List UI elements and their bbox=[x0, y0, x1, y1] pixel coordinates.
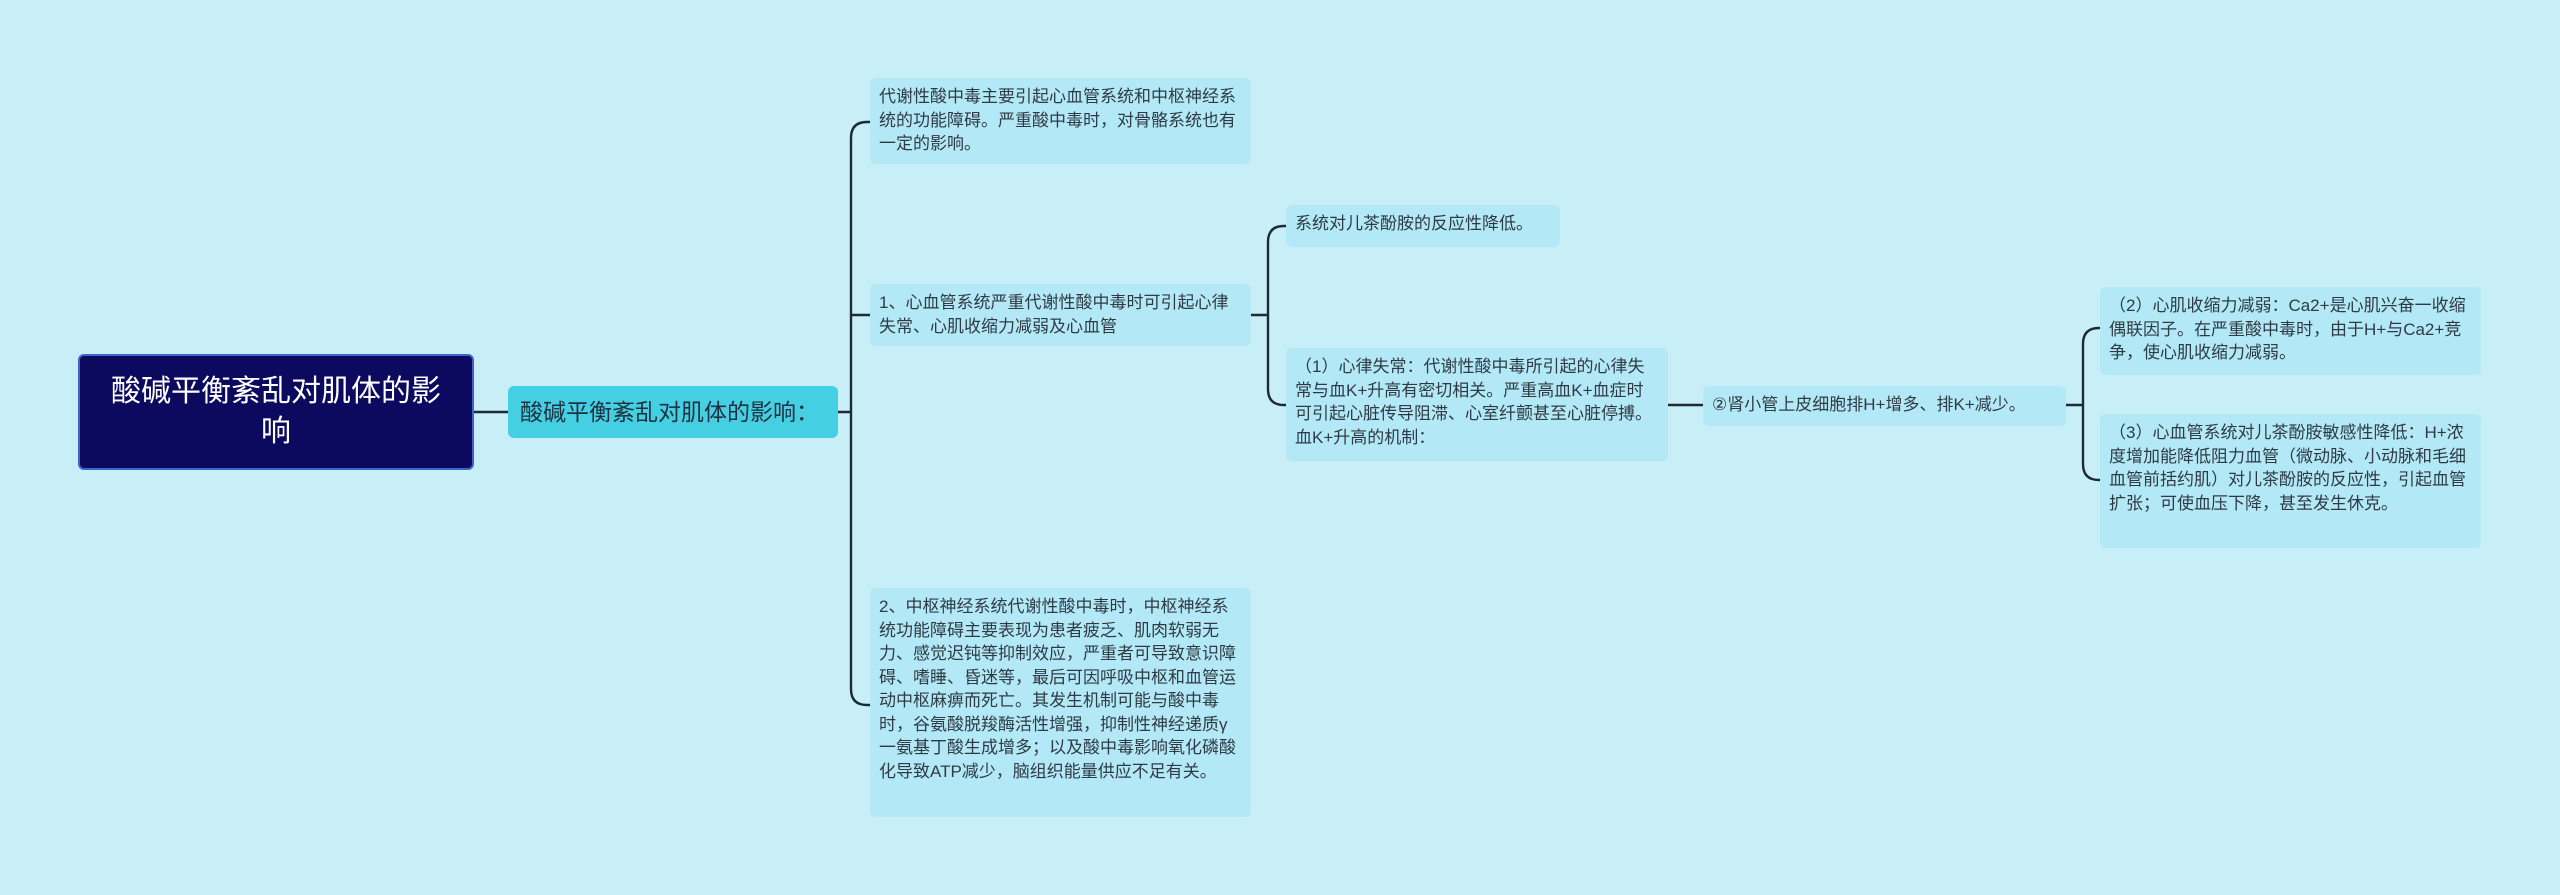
level3-topic-arrhythmia[interactable]: （1）心律失常：代谢性酸中毒所引起的心律失常与血K+升高有密切相关。严重高血K+… bbox=[1286, 348, 1668, 461]
level4-topic-renal-label: ②肾小管上皮细胞排H+增多、排K+减少。 bbox=[1712, 395, 2026, 414]
level2-topic-overview-label: 代谢性酸中毒主要引起心血管系统和中枢神经系统的功能障碍。严重酸中毒时，对骨骼系统… bbox=[879, 87, 1236, 153]
level2-topic-cardiovascular[interactable]: 1、心血管系统严重代谢性酸中毒时可引起心律失常、心肌收缩力减弱及心血管 bbox=[870, 284, 1251, 346]
connector-level4-level5 bbox=[2064, 326, 2102, 482]
main-topic-label: 酸碱平衡紊乱对肌体的影响： bbox=[520, 399, 819, 425]
connector-main-level2 bbox=[836, 120, 872, 707]
level3-topic-catecholamine-label: 系统对儿茶酚胺的反应性降低。 bbox=[1295, 214, 1533, 233]
level5-topic-vascular-sensitivity-label: （3）心血管系统对儿茶酚胺敏感性降低：H+浓度增加能降低阻力血管（微动脉、小动脉… bbox=[2109, 423, 2466, 513]
main-topic[interactable]: 酸碱平衡紊乱对肌体的影响： bbox=[508, 386, 838, 438]
level4-topic-renal[interactable]: ②肾小管上皮细胞排H+增多、排K+减少。 bbox=[1703, 386, 2066, 426]
level3-topic-catecholamine[interactable]: 系统对儿茶酚胺的反应性降低。 bbox=[1286, 205, 1560, 247]
root-topic-label: 酸碱平衡紊乱对肌体的影响 bbox=[111, 375, 441, 448]
level2-topic-cardiovascular-label: 1、心血管系统严重代谢性酸中毒时可引起心律失常、心肌收缩力减弱及心血管 bbox=[879, 293, 1229, 336]
root-topic[interactable]: 酸碱平衡紊乱对肌体的影响 bbox=[78, 354, 474, 470]
level2-topic-cns[interactable]: 2、中枢神经系统代谢性酸中毒时，中枢神经系统功能障碍主要表现为患者疲乏、肌肉软弱… bbox=[870, 588, 1251, 817]
level3-topic-arrhythmia-label: （1）心律失常：代谢性酸中毒所引起的心律失常与血K+升高有密切相关。严重高血K+… bbox=[1295, 357, 1652, 447]
level5-topic-vascular-sensitivity[interactable]: （3）心血管系统对儿茶酚胺敏感性降低：H+浓度增加能降低阻力血管（微动脉、小动脉… bbox=[2100, 414, 2481, 548]
level5-topic-contractility[interactable]: （2）心肌收缩力减弱：Ca2+是心肌兴奋一收缩偶联因子。在严重酸中毒时，由于H+… bbox=[2100, 287, 2481, 375]
level2-topic-overview[interactable]: 代谢性酸中毒主要引起心血管系统和中枢神经系统的功能障碍。严重酸中毒时，对骨骼系统… bbox=[870, 78, 1251, 164]
level5-topic-contractility-label: （2）心肌收缩力减弱：Ca2+是心肌兴奋一收缩偶联因子。在严重酸中毒时，由于H+… bbox=[2109, 296, 2466, 362]
level2-topic-cns-label: 2、中枢神经系统代谢性酸中毒时，中枢神经系统功能障碍主要表现为患者疲乏、肌肉软弱… bbox=[879, 597, 1236, 781]
connector-level2-level3 bbox=[1249, 224, 1288, 407]
